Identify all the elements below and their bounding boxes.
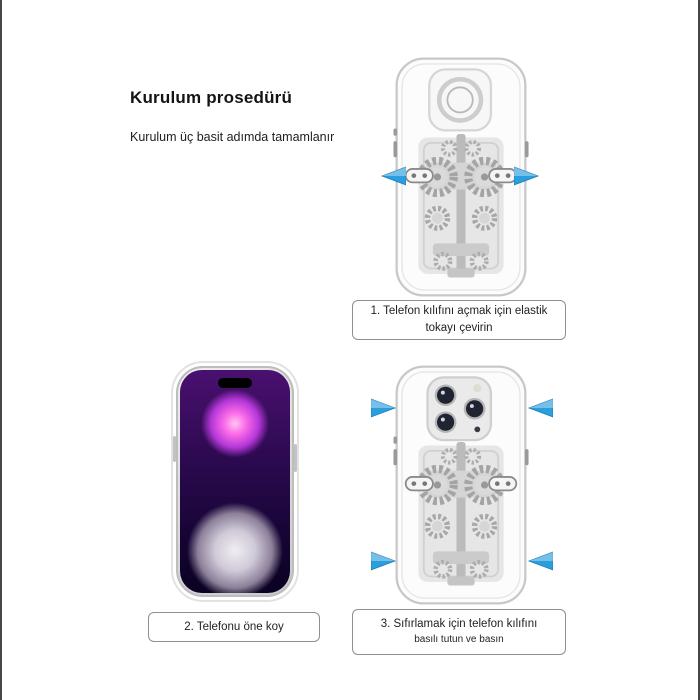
volume-buttons bbox=[393, 141, 398, 158]
camera-flash bbox=[473, 384, 482, 393]
elastic-clasp-left bbox=[404, 168, 434, 184]
elastic-clasp-right bbox=[488, 168, 518, 184]
phone-volume-buttons bbox=[173, 436, 176, 462]
case-open-figure bbox=[393, 57, 529, 297]
mute-switch bbox=[393, 436, 398, 444]
elastic-clasp-left bbox=[404, 476, 434, 492]
page-title: Kurulum prosedürü bbox=[130, 88, 293, 107]
step3-caption-box: 3. Sıfırlamak için telefon kılıfını bası… bbox=[352, 609, 566, 655]
volume-buttons bbox=[393, 449, 398, 466]
camera-lens bbox=[463, 397, 486, 420]
step2-caption-box: 2. Telefonu öne koy bbox=[148, 612, 320, 642]
phone-frame bbox=[173, 366, 297, 597]
arrow-right-icon bbox=[514, 166, 540, 186]
case-installed-figure bbox=[393, 365, 529, 605]
camera-lens bbox=[434, 384, 457, 407]
step1-caption-box: 1. Telefon kılıfını açmak için elastik t… bbox=[352, 300, 566, 340]
arrow-left-icon bbox=[527, 398, 553, 418]
power-button bbox=[524, 141, 529, 158]
arrow-left-icon bbox=[527, 551, 553, 571]
clear-case-outline bbox=[171, 361, 299, 602]
camera-module bbox=[426, 376, 493, 442]
camera-lens bbox=[434, 411, 457, 433]
camera-cutout bbox=[428, 68, 493, 132]
step2-caption-line1: 2. Telefonu öne koy bbox=[184, 620, 284, 633]
right-edge-bar bbox=[698, 0, 700, 700]
arrow-right-icon bbox=[371, 398, 397, 418]
gear-mechanism bbox=[417, 133, 505, 278]
step1-caption-line1: 1. Telefon kılıfını açmak için elastik bbox=[370, 305, 548, 318]
elastic-clasp-right bbox=[488, 476, 518, 492]
page-subtitle: Kurulum üç basit adımda tamamlanır bbox=[130, 130, 335, 144]
power-button bbox=[524, 449, 529, 466]
step1-caption-line2: tokayı çevirin bbox=[425, 322, 493, 334]
lidar-sensor bbox=[474, 426, 481, 433]
step3-caption-line2: basılı tutun ve basın bbox=[414, 634, 504, 646]
left-edge-bar bbox=[0, 0, 2, 700]
gear-mechanism bbox=[417, 441, 505, 586]
step3-caption-line1: 3. Sıfırlamak için telefon kılıfını bbox=[380, 618, 538, 631]
phone-front-figure bbox=[171, 361, 299, 602]
phone-power-button bbox=[294, 444, 297, 472]
phone-screen-wallpaper bbox=[180, 370, 290, 593]
arrow-right-icon bbox=[371, 551, 397, 571]
dynamic-island bbox=[218, 378, 252, 388]
arrow-left-icon bbox=[380, 166, 406, 186]
mute-switch bbox=[393, 128, 398, 136]
